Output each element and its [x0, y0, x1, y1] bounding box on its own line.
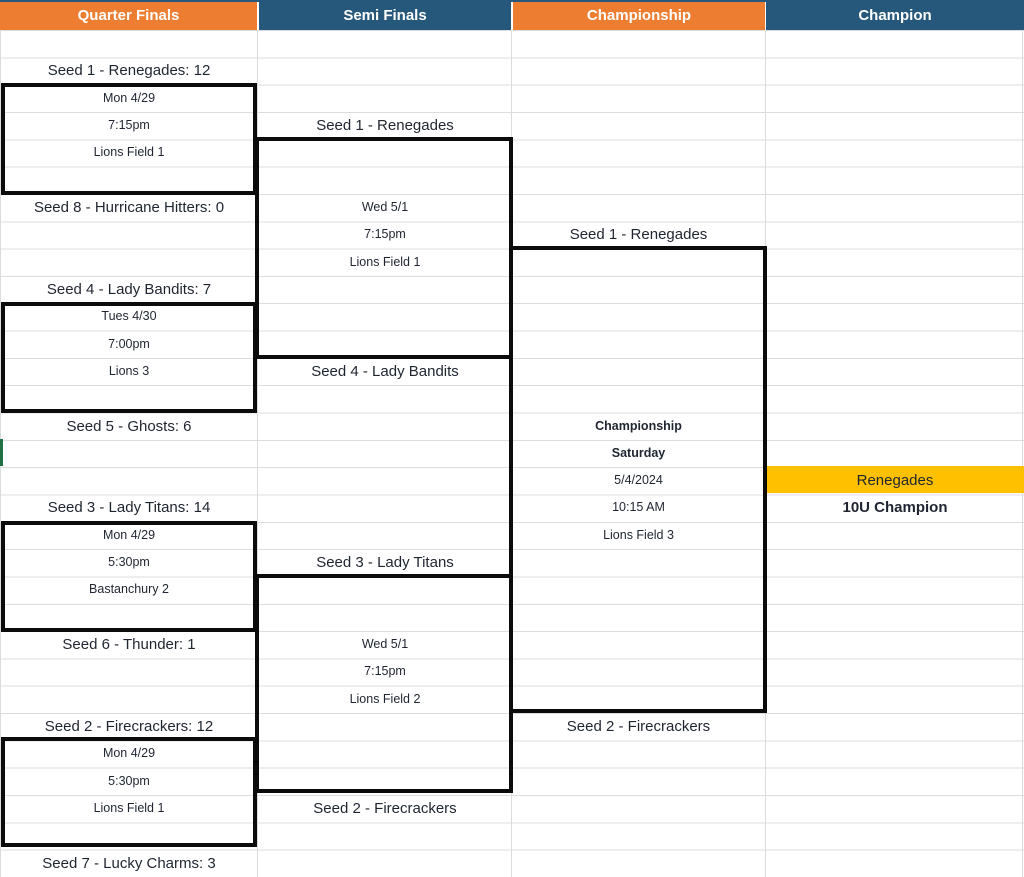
- semi-match-2-field: Lions Field 2: [349, 691, 421, 706]
- selection-indicator: [0, 439, 3, 466]
- qf-match-2-time: 7:00pm: [108, 336, 150, 351]
- qf-match-3-field: Bastanchury 2: [89, 582, 169, 597]
- qf-match-1-top-seed: Seed 1 - Renegades: 12: [47, 62, 211, 80]
- champion-team-name: Renegades: [856, 472, 934, 490]
- qf-match-2-bottom-seed: Seed 5 - Ghosts: 6: [66, 417, 192, 435]
- qf-match-1-field: Lions Field 1: [93, 145, 165, 160]
- column-header-championship: Championship: [513, 2, 765, 30]
- qf-match-4-date: Mon 4/29: [102, 746, 156, 761]
- qf-match-3-date: Mon 4/29: [102, 527, 156, 542]
- semi-match-2-time: 7:15pm: [364, 664, 406, 679]
- column-header-quarter-finals: Quarter Finals: [0, 2, 257, 30]
- semi-match-1-bottom-seed: Seed 4 - Lady Bandits: [311, 362, 459, 380]
- semi-match-1-top-seed: Seed 1 - Renegades: [316, 116, 454, 134]
- qf-match-2-field: Lions 3: [108, 363, 150, 378]
- semi-match-2-date: Wed 5/1: [361, 637, 409, 652]
- championship-date: 5/4/2024: [614, 473, 663, 488]
- vertical-gridline-col-a-b: [257, 30, 258, 877]
- semi-match-1-date: Wed 5/1: [361, 199, 409, 214]
- semi-match-2-bottom-seed: Seed 2 - Firecrackers: [313, 800, 457, 818]
- championship-box: [509, 246, 767, 713]
- qf-match-1-time: 7:15pm: [108, 117, 150, 132]
- qf-match-3-bottom-seed: Seed 6 - Thunder: 1: [62, 636, 196, 654]
- qf-match-3-time: 5:30pm: [108, 555, 150, 570]
- championship-bottom-seed: Seed 2 - Firecrackers: [566, 718, 711, 736]
- qf-match-2-top-seed: Seed 4 - Lady Bandits: 7: [46, 280, 212, 298]
- championship-field: Lions Field 3: [603, 527, 674, 542]
- qf-match-2-date: Tues 4/30: [101, 309, 157, 324]
- qf-match-1-date: Mon 4/29: [102, 90, 156, 105]
- semi-match-1-field: Lions Field 1: [349, 254, 421, 269]
- qf-match-1-bottom-seed: Seed 8 - Hurricane Hitters: 0: [33, 198, 225, 216]
- champion-highlight-cell: [766, 466, 1024, 493]
- header-top-border: [0, 0, 1024, 2]
- qf-match-4-bottom-seed: Seed 7 - Lucky Charms: 3: [42, 854, 216, 872]
- qf-match-3-top-seed: Seed 3 - Lady Titans: 14: [47, 499, 211, 517]
- championship-day: Saturday: [611, 445, 666, 460]
- column-header-semi-finals: Semi Finals: [259, 2, 511, 30]
- qf-match-4-time: 5:30pm: [108, 773, 150, 788]
- champion-title: 10U Champion: [842, 499, 948, 517]
- semi-match-1-time: 7:15pm: [364, 227, 406, 242]
- championship-top-seed: Seed 1 - Renegades: [569, 226, 708, 244]
- championship-time: 10:15 AM: [612, 500, 665, 515]
- semi-match-2-top-seed: Seed 3 - Lady Titans: [316, 554, 454, 572]
- qf-match-4-field: Lions Field 1: [93, 801, 165, 816]
- column-header-champion: Champion: [766, 2, 1024, 30]
- qf-match-4-top-seed: Seed 2 - Firecrackers: 12: [44, 718, 214, 736]
- championship-label: Championship: [595, 418, 682, 433]
- vertical-gridline-right-edge: [1022, 30, 1023, 877]
